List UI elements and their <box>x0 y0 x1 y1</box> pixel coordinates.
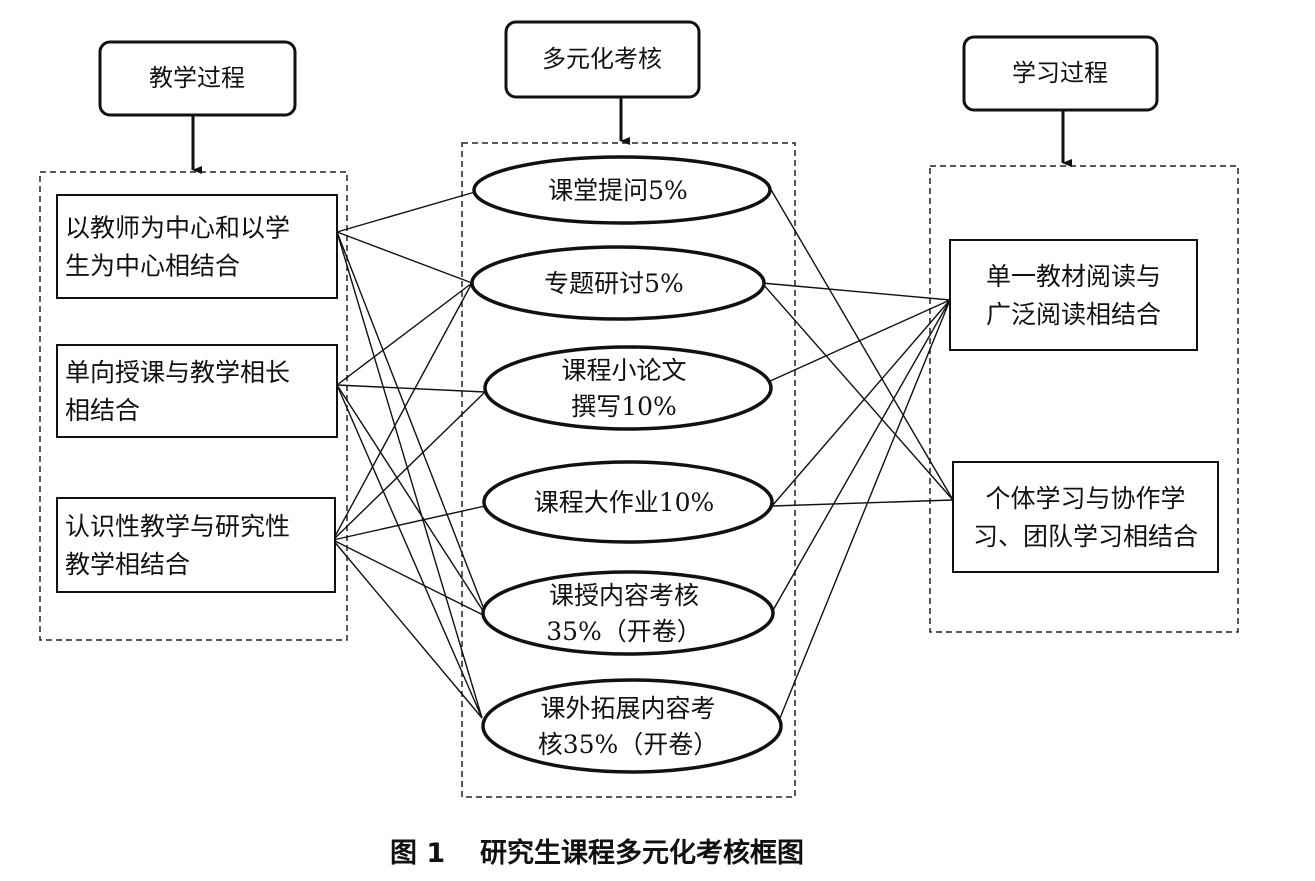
node-text-line: 专题研讨5% <box>544 269 684 298</box>
link-teaching-2-assessment-3 <box>332 505 486 541</box>
link-assessment-3-learning-0 <box>771 299 951 507</box>
learning-group-box <box>929 165 1239 633</box>
node-text-line: 课外拓展内容考 <box>540 694 715 723</box>
node-text-line: 认识性教学与研究性 <box>65 512 290 541</box>
link-teaching-1-assessment-1 <box>336 282 473 386</box>
node-text-line: 相结合 <box>65 396 140 425</box>
link-assessment-3-learning-1 <box>771 499 954 507</box>
link-teaching-2-assessment-1 <box>332 282 473 541</box>
node-text-line: 核35%（开卷） <box>538 730 719 759</box>
figure-number: 图 1 <box>390 838 445 869</box>
node-text-line: 个体学习与协作学 <box>985 484 1185 513</box>
link-teaching-1-assessment-2 <box>336 384 486 393</box>
header-learning: 学习过程 <box>962 35 1159 112</box>
nodes: 以教师为中心和以学生为中心相结合单向授课与教学相长相结合认识性教学与研究性教学相… <box>56 155 1219 774</box>
node-text-line: 广泛阅读相结合 <box>986 300 1161 329</box>
link-teaching-0-assessment-1 <box>336 231 473 284</box>
figure-title: 研究生课程多元化考核框图 <box>480 837 804 869</box>
node-text-line: 习、团队学习相结合 <box>973 522 1198 551</box>
link-teaching-2-assessment-4 <box>332 539 488 618</box>
link-teaching-0-assessment-4 <box>336 231 488 618</box>
assessment-item-4: 课程大作业10% <box>482 460 774 544</box>
node-text-line: 课程小论文 <box>561 356 686 385</box>
link-assessment-2-learning-0 <box>767 299 951 383</box>
header-assessment-label: 多元化考核 <box>542 45 662 73</box>
link-teaching-1-assessment-4 <box>336 384 488 618</box>
assessment-item-2: 专题研讨5% <box>470 245 766 321</box>
link-teaching-2-assessment-5 <box>332 539 483 719</box>
link-assessment-4-learning-0 <box>771 299 951 613</box>
node-text-line: 撰写10% <box>571 392 677 421</box>
header-assessment: 多元化考核 <box>504 20 701 99</box>
header-teaching: 教学过程 <box>98 40 297 117</box>
link-assessment-5-learning-0 <box>779 299 951 719</box>
node-text-line: 课授内容考核 <box>549 581 699 610</box>
connection-lines <box>332 187 954 719</box>
link-assessment-0-learning-1 <box>769 187 954 501</box>
assessment-group-box <box>461 142 796 798</box>
node-text-line: 单一教材阅读与 <box>986 262 1161 291</box>
link-assessment-1-learning-1 <box>761 282 954 501</box>
assessment-item-1: 课堂提问5% <box>472 155 772 225</box>
node-text-line: 教学相结合 <box>65 550 190 579</box>
node-text-line: 生为中心相结合 <box>65 252 240 281</box>
node-text-line: 课程大作业10% <box>534 488 715 517</box>
header-learning-label: 学习过程 <box>1012 59 1108 87</box>
link-teaching-0-assessment-5 <box>336 231 483 719</box>
node-text-line: 课堂提问5% <box>548 176 688 205</box>
link-teaching-1-assessment-5 <box>336 384 483 719</box>
node-text-line: 以教师为中心和以学 <box>65 214 290 243</box>
assessment-item-5: 课授内容考核 35%（开卷） <box>481 570 775 656</box>
node-text-line: 35%（开卷） <box>546 617 702 646</box>
link-teaching-0-assessment-0 <box>336 191 476 233</box>
header-teaching-label: 教学过程 <box>149 64 245 92</box>
link-teaching-2-assessment-2 <box>332 391 486 541</box>
link-assessment-1-learning-0 <box>761 282 951 301</box>
node-text-line: 单向授课与教学相长 <box>65 358 290 387</box>
